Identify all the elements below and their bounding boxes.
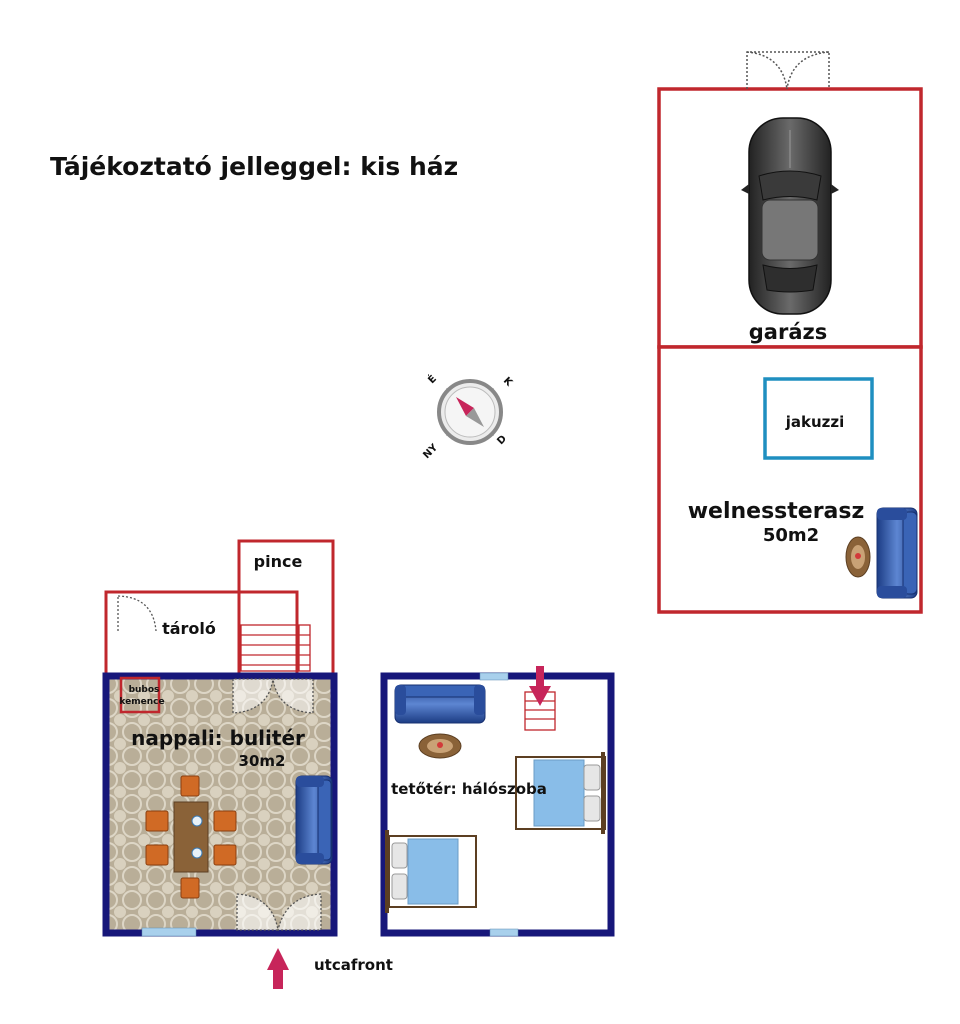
- car-icon: [741, 117, 839, 315]
- dining-table-icon: [145, 775, 237, 899]
- oven-label-line2: kemence: [119, 697, 164, 707]
- compass-s: D: [495, 433, 509, 447]
- stairs-arrow-icon: [529, 666, 551, 706]
- garage-door[interactable]: [746, 51, 830, 90]
- oven-icon: [119, 676, 161, 714]
- garage-label: garázs: [749, 320, 827, 344]
- coffee-table-icon: [845, 536, 871, 578]
- attic-label: tetőtér: hálószoba: [391, 780, 547, 798]
- wellness-label: welnessterasz: [688, 499, 865, 524]
- compass-n: É: [425, 372, 439, 386]
- cellar-door[interactable]: [232, 678, 314, 714]
- compass-e: K: [501, 375, 515, 389]
- garage: garázs: [657, 51, 923, 349]
- compass-w: NY: [421, 442, 440, 461]
- stairs-icon: [240, 624, 311, 672]
- window: [479, 672, 509, 681]
- oven-label-line1: bubos: [129, 685, 160, 695]
- sofa-icon: [295, 775, 333, 865]
- sofa-icon: [876, 507, 918, 599]
- wellness-terrace: jakuzzi welnessterasz 50m2: [657, 345, 923, 614]
- bed-icon: [385, 830, 477, 913]
- living-label: nappali: bulitér: [131, 726, 305, 750]
- cellar-walls: [237, 539, 335, 678]
- window: [141, 927, 197, 937]
- compass-icon: É K D NY: [421, 372, 515, 461]
- attic-bedroom: tetőtér: hálószoba: [380, 666, 615, 937]
- storage-door[interactable]: [117, 595, 157, 632]
- street-arrow-icon: [267, 948, 289, 989]
- jacuzzi: [763, 377, 874, 460]
- wellness-area: 50m2: [763, 525, 819, 546]
- sofa-icon: [394, 684, 486, 724]
- page-title: Tájékoztató jelleggel: kis ház: [50, 152, 459, 181]
- coffee-table-icon: [418, 733, 462, 759]
- cellar: pince: [237, 539, 335, 678]
- cellar-label: pince: [254, 552, 303, 571]
- living-area: 30m2: [239, 752, 286, 770]
- storage-label: tároló: [162, 619, 216, 638]
- living-room: bubos kemence nappali: bulitér 30m2: [102, 672, 338, 937]
- jacuzzi-label: jakuzzi: [785, 413, 845, 431]
- street-label: utcafront: [314, 956, 393, 974]
- entrance-door[interactable]: [236, 893, 322, 931]
- window: [489, 928, 519, 937]
- bed-icon: [515, 752, 606, 834]
